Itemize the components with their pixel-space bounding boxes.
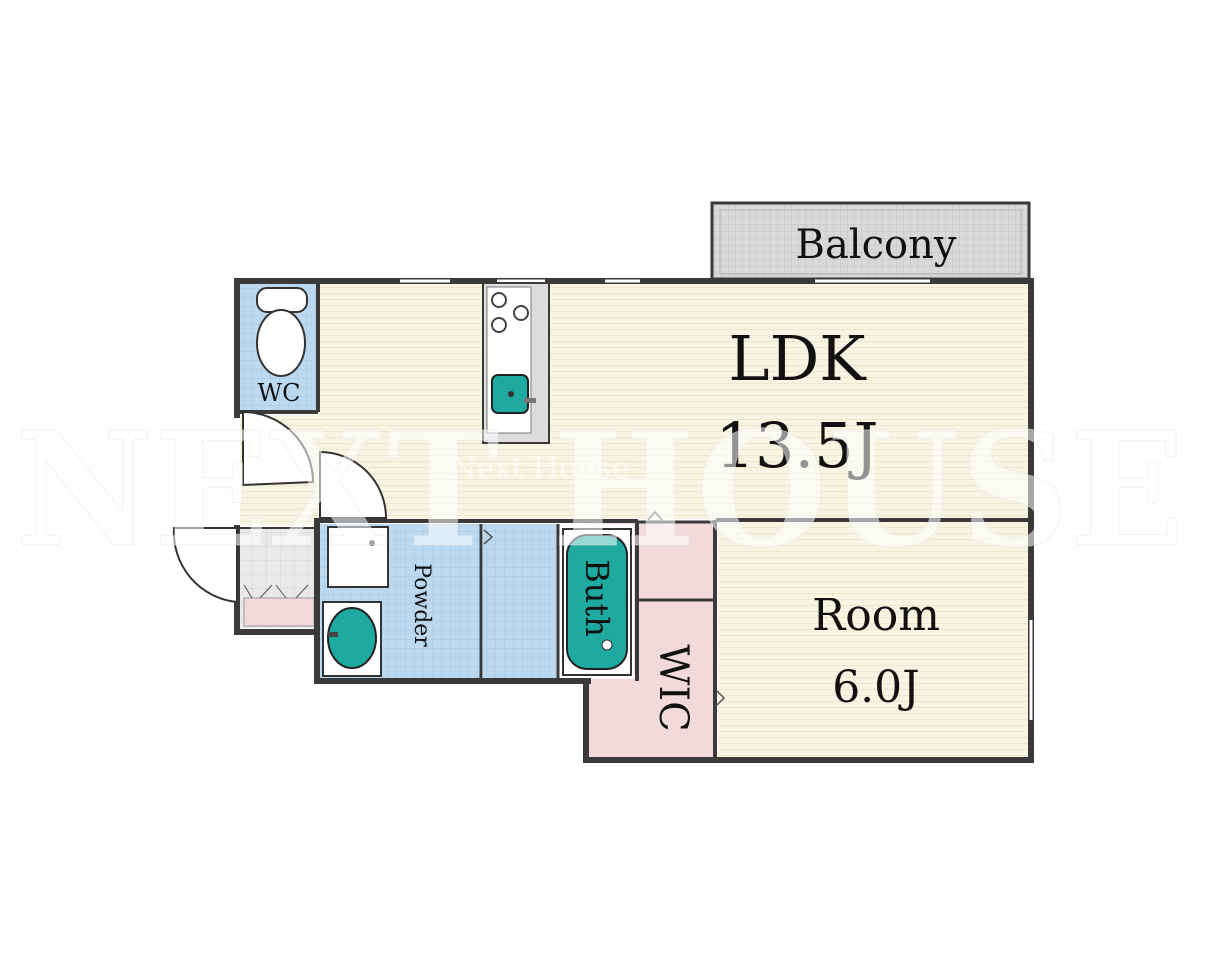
door-markers [483,510,726,707]
ldk-name-label: LDK [728,322,867,395]
wc-label: WC [257,379,300,407]
room-size-label: 6.0J [832,662,920,713]
ldk-size-label: 13.5J [716,409,879,482]
doors [172,410,388,604]
stove-burners-icon [491,292,529,333]
ldk-floor [320,283,1030,519]
hall-door-icon [242,410,315,487]
toilet-icon [256,287,308,377]
windows [400,279,1033,720]
ldk-door-icon [319,450,388,519]
powder-label: Powder [409,563,434,647]
wic-label: WIC [650,644,696,732]
room-floor [718,522,1030,758]
entrance-door-icon [172,527,238,604]
washbasin-icon [322,601,382,677]
watermark-small-text: Next House [450,451,629,486]
balcony-area [710,201,1031,281]
washing-machine-icon [327,526,389,588]
shoe-cabinet [243,584,309,599]
balcony-label: Balcony [796,222,957,268]
bath-label: Buth [578,559,616,637]
room-name-label: Room [812,590,940,641]
bathtub-icon [562,528,632,676]
entrance-step [243,597,315,627]
watermark-text: NEXT HOUSE [15,398,1185,583]
bath-floor [483,524,558,679]
kitchen-sink-icon [491,374,536,414]
kitchen-counter [482,282,550,444]
